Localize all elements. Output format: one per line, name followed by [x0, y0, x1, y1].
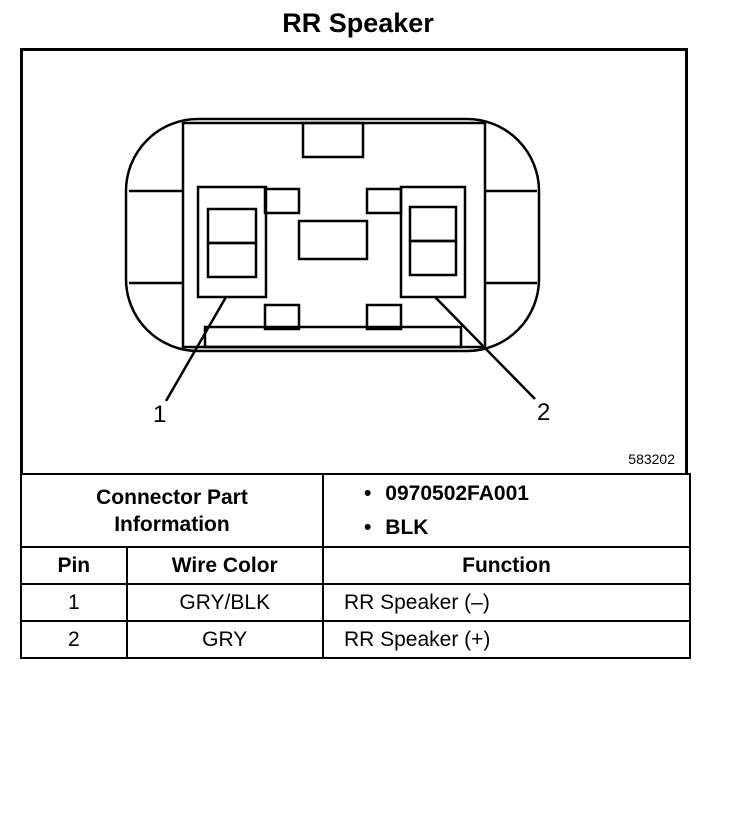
connector-part-info-values: 0970502FA001 BLK — [321, 473, 692, 548]
cell-function: RR Speaker (+) — [321, 620, 692, 659]
cell-function: RR Speaker (–) — [321, 583, 692, 622]
figure-code: 583202 — [628, 451, 675, 467]
part-number: 0970502FA001 — [364, 477, 689, 511]
connector-part-info-label: Connector Part Information — [20, 473, 324, 548]
cell-pin: 1 — [20, 583, 128, 622]
pin-1-cavity — [196, 185, 268, 299]
bottom-rail — [203, 325, 463, 349]
connector-body-outline — [124, 117, 541, 353]
table-row: 2 GRY RR Speaker (+) — [20, 620, 692, 659]
table-header-row: Pin Wire Color Function — [20, 546, 692, 585]
page-title: RR Speaker — [282, 8, 434, 38]
pin-1-leader — [164, 296, 228, 402]
connector-diagram: 1 2 583202 — [20, 48, 688, 473]
center-block — [297, 219, 369, 261]
cell-wire-color: GRY/BLK — [125, 583, 324, 622]
connector-table: Connector Part Information 0970502FA001 … — [20, 473, 692, 659]
pin-2-leader — [434, 296, 536, 400]
header-pin: Pin — [20, 546, 128, 585]
connector-part-info-row: Connector Part Information 0970502FA001 … — [20, 473, 692, 548]
top-key — [301, 121, 365, 159]
header-wire-color: Wire Color — [125, 546, 324, 585]
header-function: Function — [321, 546, 692, 585]
cell-wire-color: GRY — [125, 620, 324, 659]
pin-1-callout: 1 — [153, 401, 167, 428]
connector-face-drawing — [124, 117, 541, 402]
pin-2-cavity — [399, 185, 467, 299]
connector-color: BLK — [364, 511, 689, 545]
cell-pin: 2 — [20, 620, 128, 659]
pin-2-callout: 2 — [537, 399, 551, 426]
table-row: 1 GRY/BLK RR Speaker (–) — [20, 583, 692, 622]
